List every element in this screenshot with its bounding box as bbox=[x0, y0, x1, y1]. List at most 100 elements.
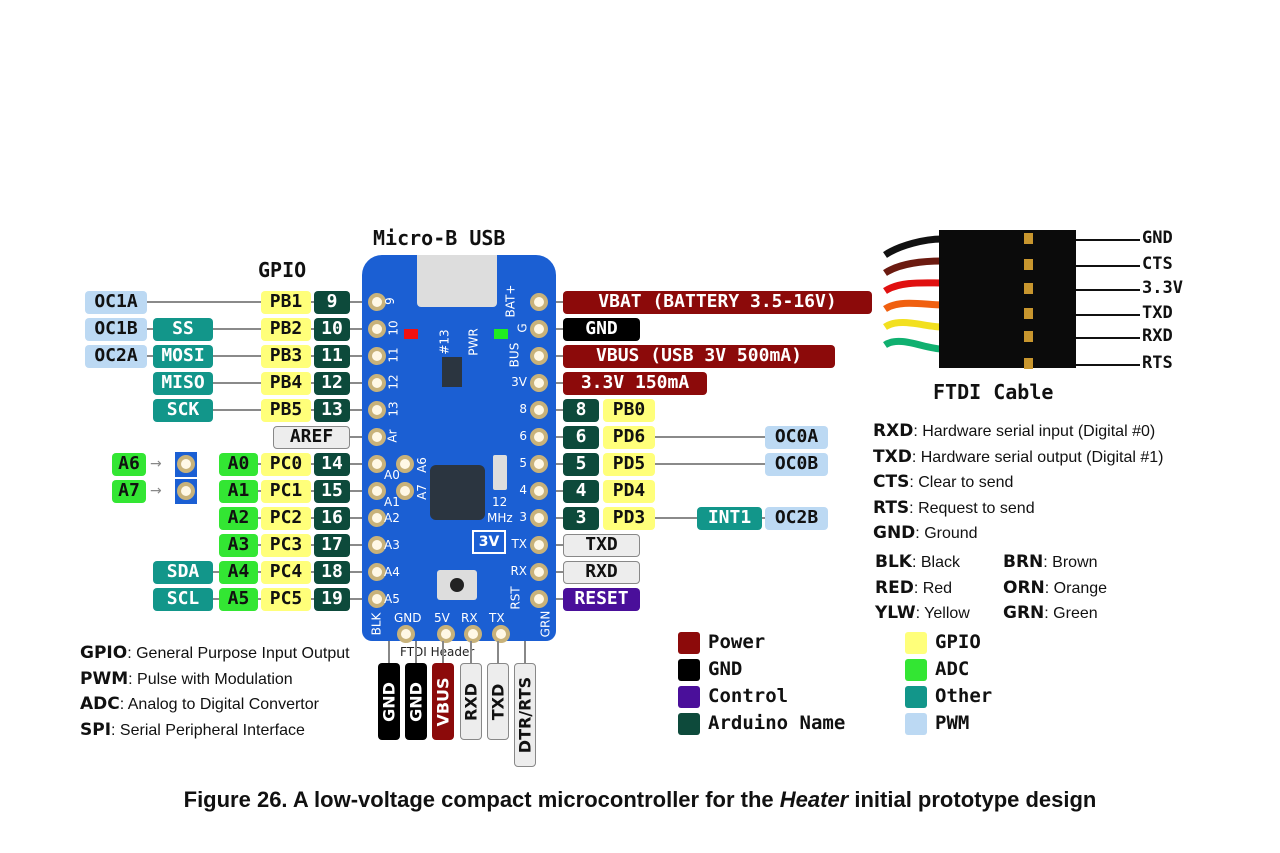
connector-line bbox=[655, 463, 765, 465]
abbreviation: ADC: Analog to Digital Convertor bbox=[80, 694, 319, 714]
adc-label: A4 bbox=[219, 561, 258, 584]
gpio-label: PC0 bbox=[261, 453, 311, 476]
power-label: VBUS (USB 3V 500mA) bbox=[563, 345, 835, 368]
definition-text: : Request to send bbox=[909, 499, 1035, 517]
serial-label: RXD bbox=[563, 561, 640, 584]
power-label: VBAT (BATTERY 3.5-16V) bbox=[563, 291, 872, 314]
board-pin-label: 5 bbox=[519, 456, 527, 470]
arduino-pin-number: 19 bbox=[314, 588, 350, 611]
definition: TXD: Hardware serial output (Digital #1) bbox=[873, 447, 1164, 467]
crystal-label: MHz bbox=[487, 511, 513, 525]
board-pin-label: A3 bbox=[384, 538, 400, 552]
gpio-label: PC3 bbox=[261, 534, 311, 557]
arduino-pin-number: 9 bbox=[314, 291, 350, 314]
reset-button[interactable] bbox=[437, 570, 477, 600]
regulator-icon bbox=[442, 357, 462, 387]
pin-hole-icon bbox=[368, 536, 386, 554]
legend-swatch bbox=[678, 632, 700, 654]
gpio-label: PB4 bbox=[261, 372, 311, 395]
caption-text-end: initial prototype design bbox=[848, 787, 1097, 812]
ftdi-header-pin: VBUS bbox=[432, 663, 454, 740]
other-label: SDA bbox=[153, 561, 213, 584]
wire-color-term: GRN bbox=[1003, 603, 1045, 623]
ftdi-cable-pin-label: GND bbox=[1142, 228, 1173, 248]
ftdi-contact-icon bbox=[1024, 259, 1033, 270]
pin-hole-icon bbox=[368, 401, 386, 419]
led-pwr-icon bbox=[494, 329, 508, 339]
wire-color-term: BLK bbox=[875, 552, 912, 572]
definition-text: : Hardware serial output (Digital #1) bbox=[911, 448, 1164, 466]
connector-line bbox=[1076, 364, 1140, 366]
board-pin-label: A4 bbox=[384, 565, 400, 579]
board-pin-label: 4 bbox=[519, 483, 527, 497]
arrow-icon: → bbox=[150, 456, 162, 472]
wire-color: GRN: Green bbox=[1003, 603, 1098, 623]
ftdi-wire bbox=[883, 279, 943, 295]
pwm-label: OC2A bbox=[85, 345, 147, 368]
board-pin-label: G bbox=[515, 323, 530, 333]
definition-term: RXD bbox=[873, 421, 914, 441]
adc-label: A7 bbox=[112, 480, 146, 503]
pin-hole-icon bbox=[368, 320, 386, 338]
arduino-pin-number: 17 bbox=[314, 534, 350, 557]
definition: RXD: Hardware serial input (Digital #0) bbox=[873, 421, 1155, 441]
abbreviation: SPI: Serial Peripheral Interface bbox=[80, 720, 305, 740]
definition-term: GND bbox=[873, 523, 916, 543]
pin-hole-icon bbox=[530, 536, 548, 554]
legend-label: GND bbox=[708, 658, 743, 680]
pwm-label: OC0A bbox=[765, 426, 828, 449]
other-label: MOSI bbox=[153, 345, 213, 368]
board-pin-label: 5V bbox=[434, 611, 450, 625]
wire-color-text: : Brown bbox=[1043, 554, 1098, 571]
arduino-pin-number: 11 bbox=[314, 345, 350, 368]
voltage-badge: 3V bbox=[472, 530, 506, 554]
connector-line bbox=[1076, 337, 1140, 339]
pin-hole-icon bbox=[368, 428, 386, 446]
board-pin-label: Ar bbox=[385, 429, 400, 443]
connector-line bbox=[1076, 314, 1140, 316]
definition: RTS: Request to send bbox=[873, 498, 1035, 518]
pin-hole-icon bbox=[530, 509, 548, 527]
definition: GND: Ground bbox=[873, 523, 978, 543]
board-pin-label: 12 bbox=[386, 374, 401, 390]
board-pin-label: A5 bbox=[384, 592, 400, 606]
serial-label: TXD bbox=[563, 534, 640, 557]
pwm-label: OC1B bbox=[85, 318, 147, 341]
ftdi-header-pin: DTR/RTS bbox=[514, 663, 536, 767]
ftdi-cable-pin-label: CTS bbox=[1142, 254, 1173, 274]
board-pin-label: BAT+ bbox=[503, 284, 518, 318]
ftdi-header-pin-label: DTR/RTS bbox=[515, 676, 535, 754]
definition-text: : Hardware serial input (Digital #0) bbox=[913, 423, 1156, 440]
board-pin-label: A6 bbox=[414, 457, 429, 473]
board-pin-label: 8 bbox=[519, 402, 527, 416]
pin-hole-icon bbox=[530, 428, 548, 446]
adc-label: A2 bbox=[219, 507, 258, 530]
arduino-pin-number: 13 bbox=[314, 399, 350, 422]
adc-label: A3 bbox=[219, 534, 258, 557]
ftdi-contact-icon bbox=[1024, 233, 1033, 244]
legend-label: Power bbox=[708, 631, 766, 653]
gpio-label: PB3 bbox=[261, 345, 311, 368]
pad-hole-icon bbox=[177, 482, 195, 500]
wire-color: YLW: Yellow bbox=[875, 603, 970, 623]
usb-heading: Micro-B USB bbox=[373, 226, 506, 250]
board-pin-label: 11 bbox=[386, 347, 401, 363]
other-label: INT1 bbox=[697, 507, 762, 530]
connector-line bbox=[1076, 265, 1140, 267]
gpio-label: PC2 bbox=[261, 507, 311, 530]
wire-color: BRN: Brown bbox=[1003, 552, 1098, 572]
legend-label: PWM bbox=[935, 712, 970, 734]
arduino-pin-number: 4 bbox=[563, 480, 599, 503]
gpio-label: PC1 bbox=[261, 480, 311, 503]
ftdi-wire bbox=[883, 299, 943, 313]
board-pin-label: A1 bbox=[384, 495, 400, 509]
gpio-label: PC5 bbox=[261, 588, 311, 611]
legend-swatch bbox=[905, 632, 927, 654]
board-pin-label: TX bbox=[489, 611, 505, 625]
arduino-pin-number: 8 bbox=[563, 399, 599, 422]
pin-hole-icon bbox=[368, 509, 386, 527]
connector-line bbox=[1076, 289, 1140, 291]
adc-label: A5 bbox=[219, 588, 258, 611]
abbreviation-text: : Serial Peripheral Interface bbox=[111, 721, 305, 739]
